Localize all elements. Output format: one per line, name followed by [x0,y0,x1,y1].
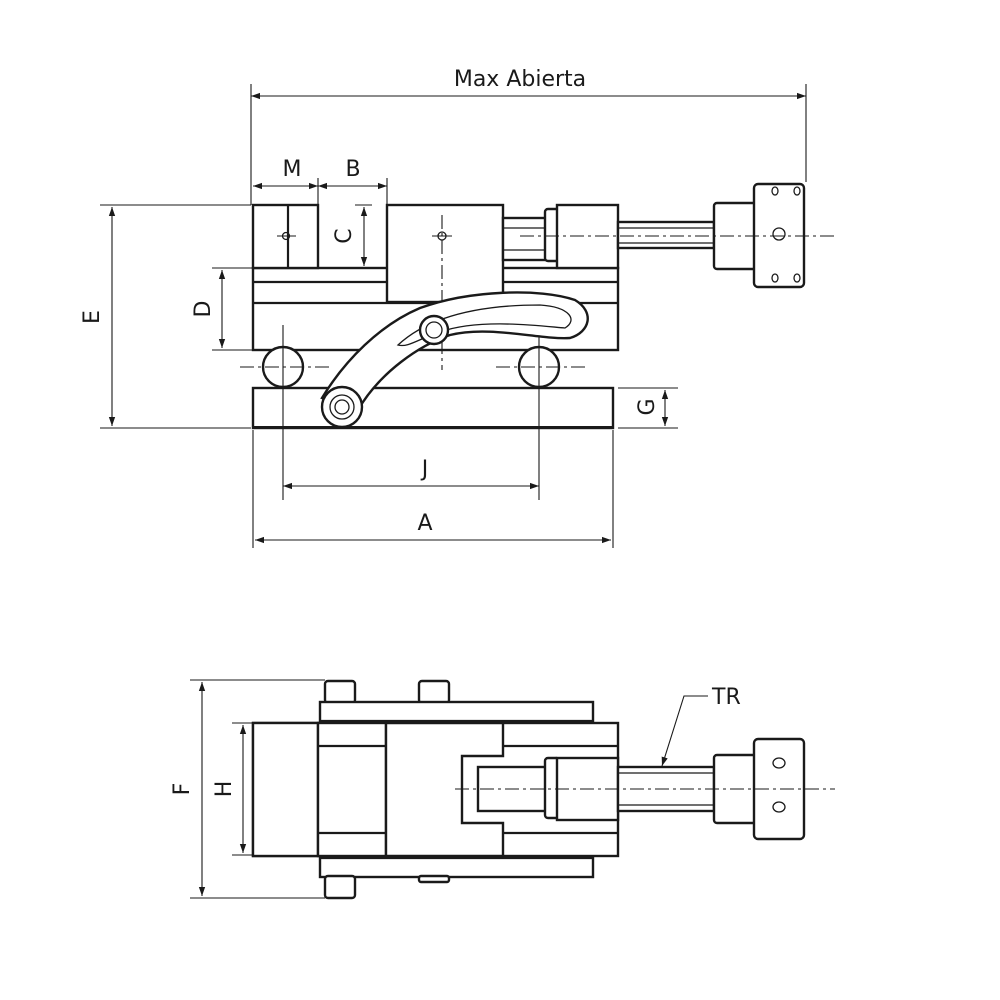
side-view: Max Abierta M B E D C [80,67,835,548]
f-dimension: F [170,679,325,899]
c-label: C [332,228,357,243]
a-label: A [417,511,432,536]
screw-assembly [501,182,835,289]
g-label: G [635,398,660,415]
d-dimension: D [191,267,254,351]
m-b-dimensions: M B [253,157,388,204]
max-open-label: Max Abierta [454,67,586,92]
tr-label: TR [711,685,741,710]
j-dimension: J [283,457,539,490]
top-lugs [318,679,595,724]
top-view: TR F H [170,679,835,900]
e-dimension: E [80,204,251,429]
j-label: J [420,457,429,482]
m-label: M [283,157,302,182]
tr-callout: TR [661,685,741,767]
bottom-lugs [318,855,595,900]
h-label: H [212,781,237,798]
base-plate [251,386,615,430]
tilting-lever [320,291,589,429]
h-dimension: H [212,722,253,856]
d-label: D [191,301,216,318]
top-screw [455,737,835,841]
e-label: E [80,310,105,324]
g-dimension: G [618,387,678,429]
b-label: B [345,157,360,182]
a-dimension: A [252,430,614,548]
top-body [251,719,620,860]
f-label: F [170,783,195,796]
max-open-dimension: Max Abierta [250,67,807,205]
fixed-jaw [251,203,320,270]
pivot-balls [240,325,585,500]
c-dimension: C [332,204,372,266]
